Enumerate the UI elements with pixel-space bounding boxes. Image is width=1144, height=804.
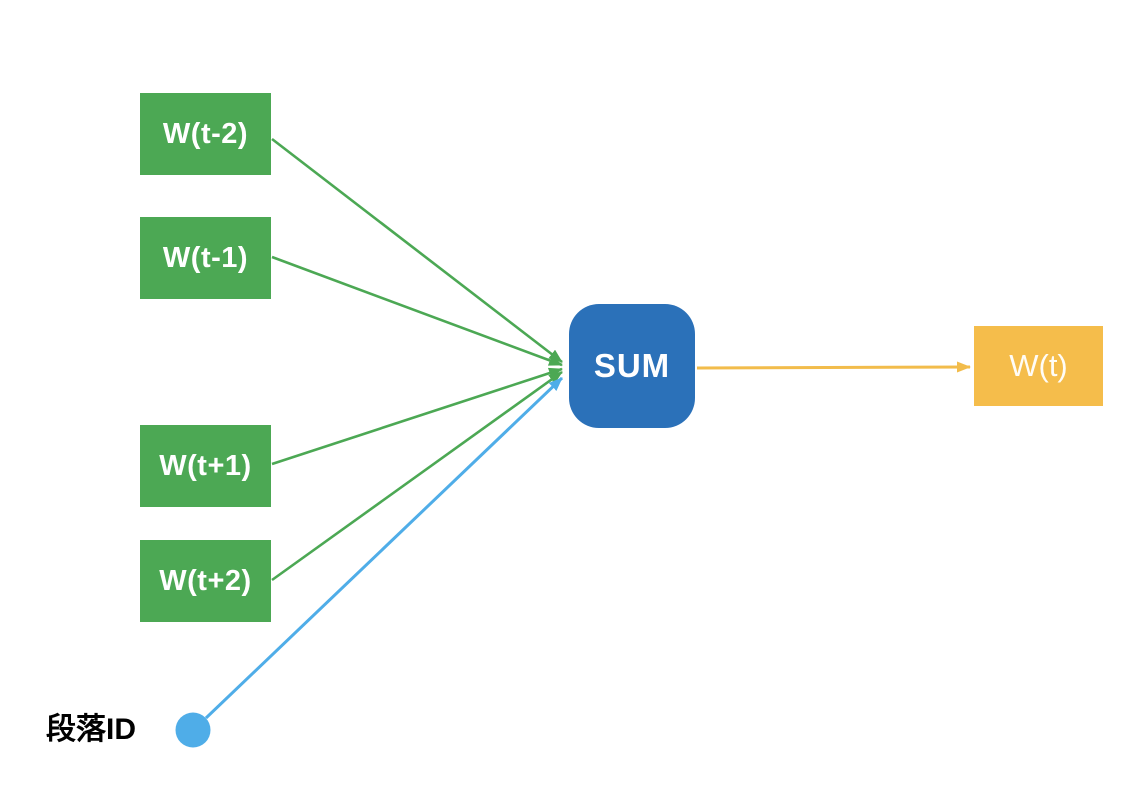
edge-paragraph-id-to-sum — [204, 376, 564, 720]
paragraph-id-label: 段落ID — [46, 713, 136, 746]
node-w-t-minus-1-label: W(t-1) — [162, 241, 249, 274]
node-output-w-t: W(t) — [974, 326, 1103, 406]
node-w-t-minus-1: W(t-1) — [140, 217, 271, 299]
node-w-t-plus-1-label: W(t+1) — [159, 449, 252, 482]
edge-w-t-minus-1-to-sum — [271, 255, 563, 367]
paragraph-id-dot — [175, 712, 211, 748]
node-w-t-plus-2-label: W(t+2) — [159, 564, 252, 597]
edge-sum-to-output — [696, 361, 971, 373]
node-w-t-plus-2: W(t+2) — [140, 540, 271, 622]
node-w-t-minus-2: W(t-2) — [140, 93, 271, 175]
edge-w-t-minus-2-to-sum — [271, 137, 563, 364]
edge-w-t-plus-1-to-sum — [271, 367, 563, 466]
node-sum: SUM — [569, 304, 695, 428]
node-w-t-plus-1: W(t+1) — [140, 425, 271, 507]
edge-w-t-plus-2-to-sum — [271, 370, 563, 582]
node-sum-label: SUM — [593, 347, 671, 384]
node-output-label: W(t) — [1009, 348, 1068, 383]
node-w-t-minus-2-label: W(t-2) — [162, 117, 249, 150]
